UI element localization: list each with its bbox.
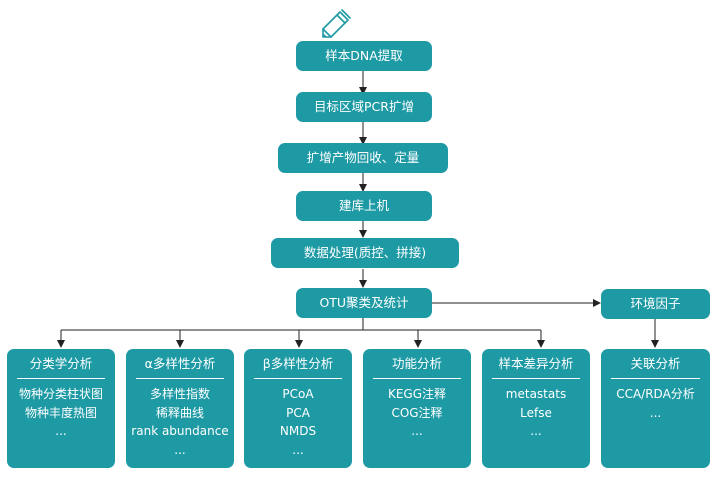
step-otu-clustering: OTU聚类及统计 [296,288,432,318]
divider [611,378,700,379]
step-environmental-factors: 环境因子 [601,289,710,319]
list-item: rank abundance [131,424,229,438]
box-function-analysis: 功能分析 KEGG注释 COG注释 ... [363,349,471,468]
divider [373,378,461,379]
list-item: ... [649,405,662,420]
box-beta-diversity: β多样性分析 PCoA PCA NMDS ... [244,349,352,468]
step-data-processing: 数据处理(质控、拼接) [271,238,459,268]
list-item: ... [55,424,67,438]
list-item: ... [411,424,423,438]
list-item: metastats [505,387,567,401]
box-title: 功能分析 [391,356,442,371]
list-item: NMDS [279,424,317,438]
divider [17,378,105,379]
list-item: PCA [286,405,310,420]
list-item: ... [292,442,304,457]
pen-icon [322,9,351,38]
divider [492,378,580,379]
list-item: ... [174,442,186,457]
list-item: 物种丰度热图 [24,405,97,420]
box-taxonomy-analysis: 分类学分析 物种分类柱状图 物种丰度热图 ... [7,349,115,468]
list-item: KEGG注释 [387,387,447,401]
list-item: COG注释 [391,405,443,420]
list-item: CCA/RDA分析 [616,387,695,401]
list-item: 稀释曲线 [155,405,204,420]
list-item: PCoA [282,387,314,401]
box-title: 分类学分析 [29,356,93,371]
box-title: α多样性分析 [144,356,216,371]
box-title: 样本差异分析 [498,356,574,371]
list-item: 物种分类柱状图 [18,387,103,401]
box-sample-difference: 样本差异分析 metastats Lefse ... [482,349,590,468]
box-title: 关联分析 [630,356,681,371]
list-item: ... [530,424,542,438]
box-title: β多样性分析 [262,356,334,371]
box-correlation-analysis: 关联分析 CCA/RDA分析 ... [601,349,710,468]
divider [254,378,342,379]
step-product-recovery: 扩增产物回收、定量 [278,143,448,173]
box-alpha-diversity: α多样性分析 多样性指数 稀释曲线 rank abundance ... [126,349,234,468]
step-dna-extraction: 样本DNA提取 [296,41,432,71]
step-pcr-amplification: 目标区域PCR扩增 [296,92,432,122]
list-item: 多样性指数 [149,387,210,401]
list-item: Lefse [520,405,552,420]
divider [136,378,224,379]
step-library-sequencing: 建库上机 [296,191,432,221]
